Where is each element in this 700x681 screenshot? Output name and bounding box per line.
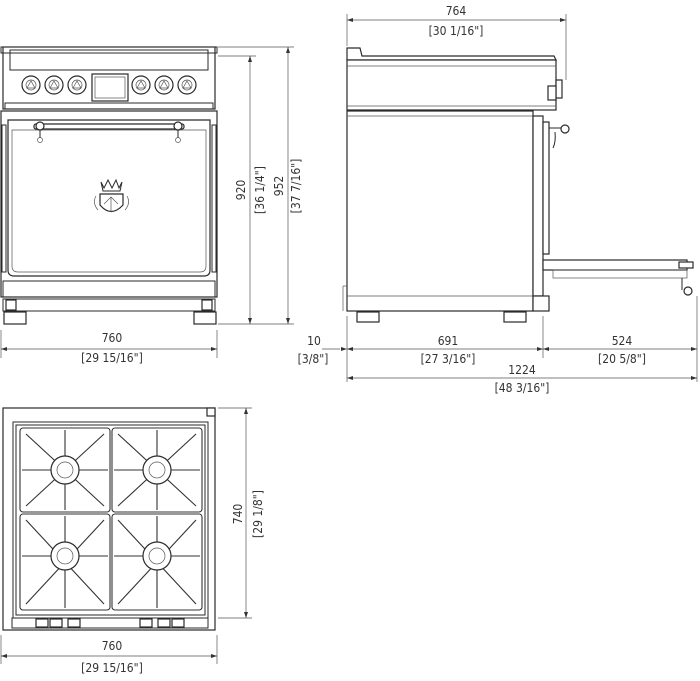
total-depth-in: [48 3/16"] — [495, 381, 550, 395]
door-open-in: [20 5/8"] — [598, 352, 646, 366]
top-view: 760 [29 15/16"] 740 [29 1/8"] — [0, 407, 265, 675]
door-open-mm: 524 — [612, 334, 633, 348]
grate-front-right — [111, 427, 203, 513]
front-height1-in: [36 1/4"] — [253, 166, 267, 214]
burner-knob-icon — [21, 75, 41, 95]
rear-gap-in: [3/8"] — [298, 352, 329, 366]
top-width-in: [29 15/16"] — [81, 661, 143, 675]
front-height2-mm: 952 — [272, 176, 286, 197]
burner-knob-icon — [44, 75, 64, 95]
top-width-mm: 760 — [102, 639, 123, 653]
side-top-depth-in: [30 1/16"] — [429, 24, 484, 38]
side-top-depth-mm: 764 — [446, 4, 467, 18]
top-depth-mm: 740 — [231, 504, 245, 525]
body-depth-in: [27 3/16"] — [421, 352, 476, 366]
grate-rear-right — [111, 513, 203, 611]
top-depth-in: [29 1/8"] — [251, 490, 265, 538]
grate-front-left — [19, 427, 111, 513]
front-view: 760 [29 15/16"] 920 [36 1/4"] 952 [37 7/… — [0, 46, 303, 365]
burner-knob-icon — [67, 75, 87, 95]
grate-rear-left — [19, 513, 111, 611]
side-view: 764 [30 1/16"] — [298, 4, 698, 395]
front-width-mm: 760 — [102, 331, 123, 345]
front-height1-mm: 920 — [234, 180, 248, 201]
burner-knob-icon — [131, 75, 151, 95]
display-panel — [91, 73, 129, 102]
front-width-in: [29 15/16"] — [81, 351, 143, 365]
crown-crest-icon — [94, 178, 129, 213]
burner-knob-icon — [177, 75, 197, 95]
burner-knob-icon — [154, 75, 174, 95]
front-height2-in: [37 7/16"] — [289, 159, 303, 214]
total-depth-mm: 1224 — [508, 363, 536, 377]
rear-gap-mm: 10 — [307, 334, 321, 348]
body-depth-mm: 691 — [438, 334, 459, 348]
